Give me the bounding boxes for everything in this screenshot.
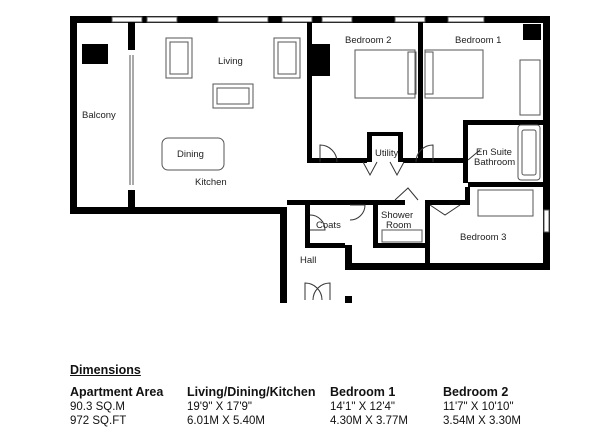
label-dining: Dining	[177, 149, 204, 160]
shower-tray	[381, 229, 423, 243]
dining-table	[161, 137, 225, 171]
dimensions-value: 6.01M X 5.40M	[187, 415, 265, 427]
bed-bedroom1	[424, 49, 484, 99]
dimensions-value: 11'7" X 10'10"	[443, 401, 514, 413]
bed-bedroom3	[477, 189, 534, 217]
label-shower-line2: Room	[386, 220, 411, 231]
dimensions-value: 4.30M X 3.77M	[330, 415, 408, 427]
label-ensuite-line2: Bathroom	[474, 157, 515, 168]
label-shower-line1: Shower	[381, 210, 413, 221]
dimensions-section: Dimensions Apartment Area 90.3 SQ.M 972 …	[70, 363, 590, 427]
dimensions-apartment-area: Apartment Area 90.3 SQ.M 972 SQ.FT	[70, 385, 163, 428]
dimensions-heading: Dimensions	[70, 363, 141, 377]
furniture	[161, 37, 541, 243]
label-bedroom-2: Bedroom 2	[345, 35, 391, 46]
wardrobe-bedroom1	[519, 59, 541, 116]
floor-plan-drawing: Balcony Living Dining Kitchen Bedroom 2 …	[70, 16, 550, 303]
dimensions-column-header: Apartment Area	[70, 385, 164, 399]
dimensions-value: 3.54M X 3.30M	[443, 415, 521, 427]
label-balcony: Balcony	[82, 110, 116, 121]
armchair-left	[165, 37, 193, 79]
label-kitchen: Kitchen	[195, 177, 227, 188]
label-living: Living	[218, 56, 243, 67]
dimensions-column-header: Living/Dining/Kitchen	[187, 385, 316, 399]
dimensions-value: 972 SQ.FT	[70, 415, 127, 427]
label-utility: Utility	[375, 148, 398, 159]
dimensions-value: 14'1" X 12'4"	[330, 401, 395, 413]
label-bedroom-1: Bedroom 1	[455, 35, 501, 46]
label-hall: Hall	[300, 255, 316, 266]
room-labels: Balcony Living Dining Kitchen Bedroom 2 …	[82, 35, 515, 266]
dimensions-bedroom-2: Bedroom 2 11'7" X 10'10" 3.54M X 3.30M	[443, 385, 521, 428]
sofa	[212, 83, 254, 109]
fitted-units	[82, 24, 541, 76]
bed-bedroom2	[354, 49, 416, 99]
top-windows	[111, 16, 550, 233]
label-coats: Coats	[316, 220, 341, 231]
armchair-right	[273, 37, 301, 79]
bathtub	[517, 124, 541, 181]
door-swings	[304, 144, 481, 301]
dimensions-living-dining-kitchen: Living/Dining/Kitchen 19'9" X 17'9" 6.01…	[187, 385, 315, 428]
dimensions-column-header: Bedroom 1	[330, 385, 396, 399]
dimensions-column-header: Bedroom 2	[443, 385, 509, 399]
dimensions-value: 90.3 SQ.M	[70, 401, 125, 413]
dimensions-bedroom-1: Bedroom 1 14'1" X 12'4" 4.30M X 3.77M	[330, 385, 408, 428]
label-bedroom-3: Bedroom 3	[460, 232, 506, 243]
balcony-glazing	[129, 55, 134, 185]
label-ensuite-line1: En Suite	[476, 147, 512, 158]
dimensions-value: 19'9" X 17'9"	[187, 401, 252, 413]
